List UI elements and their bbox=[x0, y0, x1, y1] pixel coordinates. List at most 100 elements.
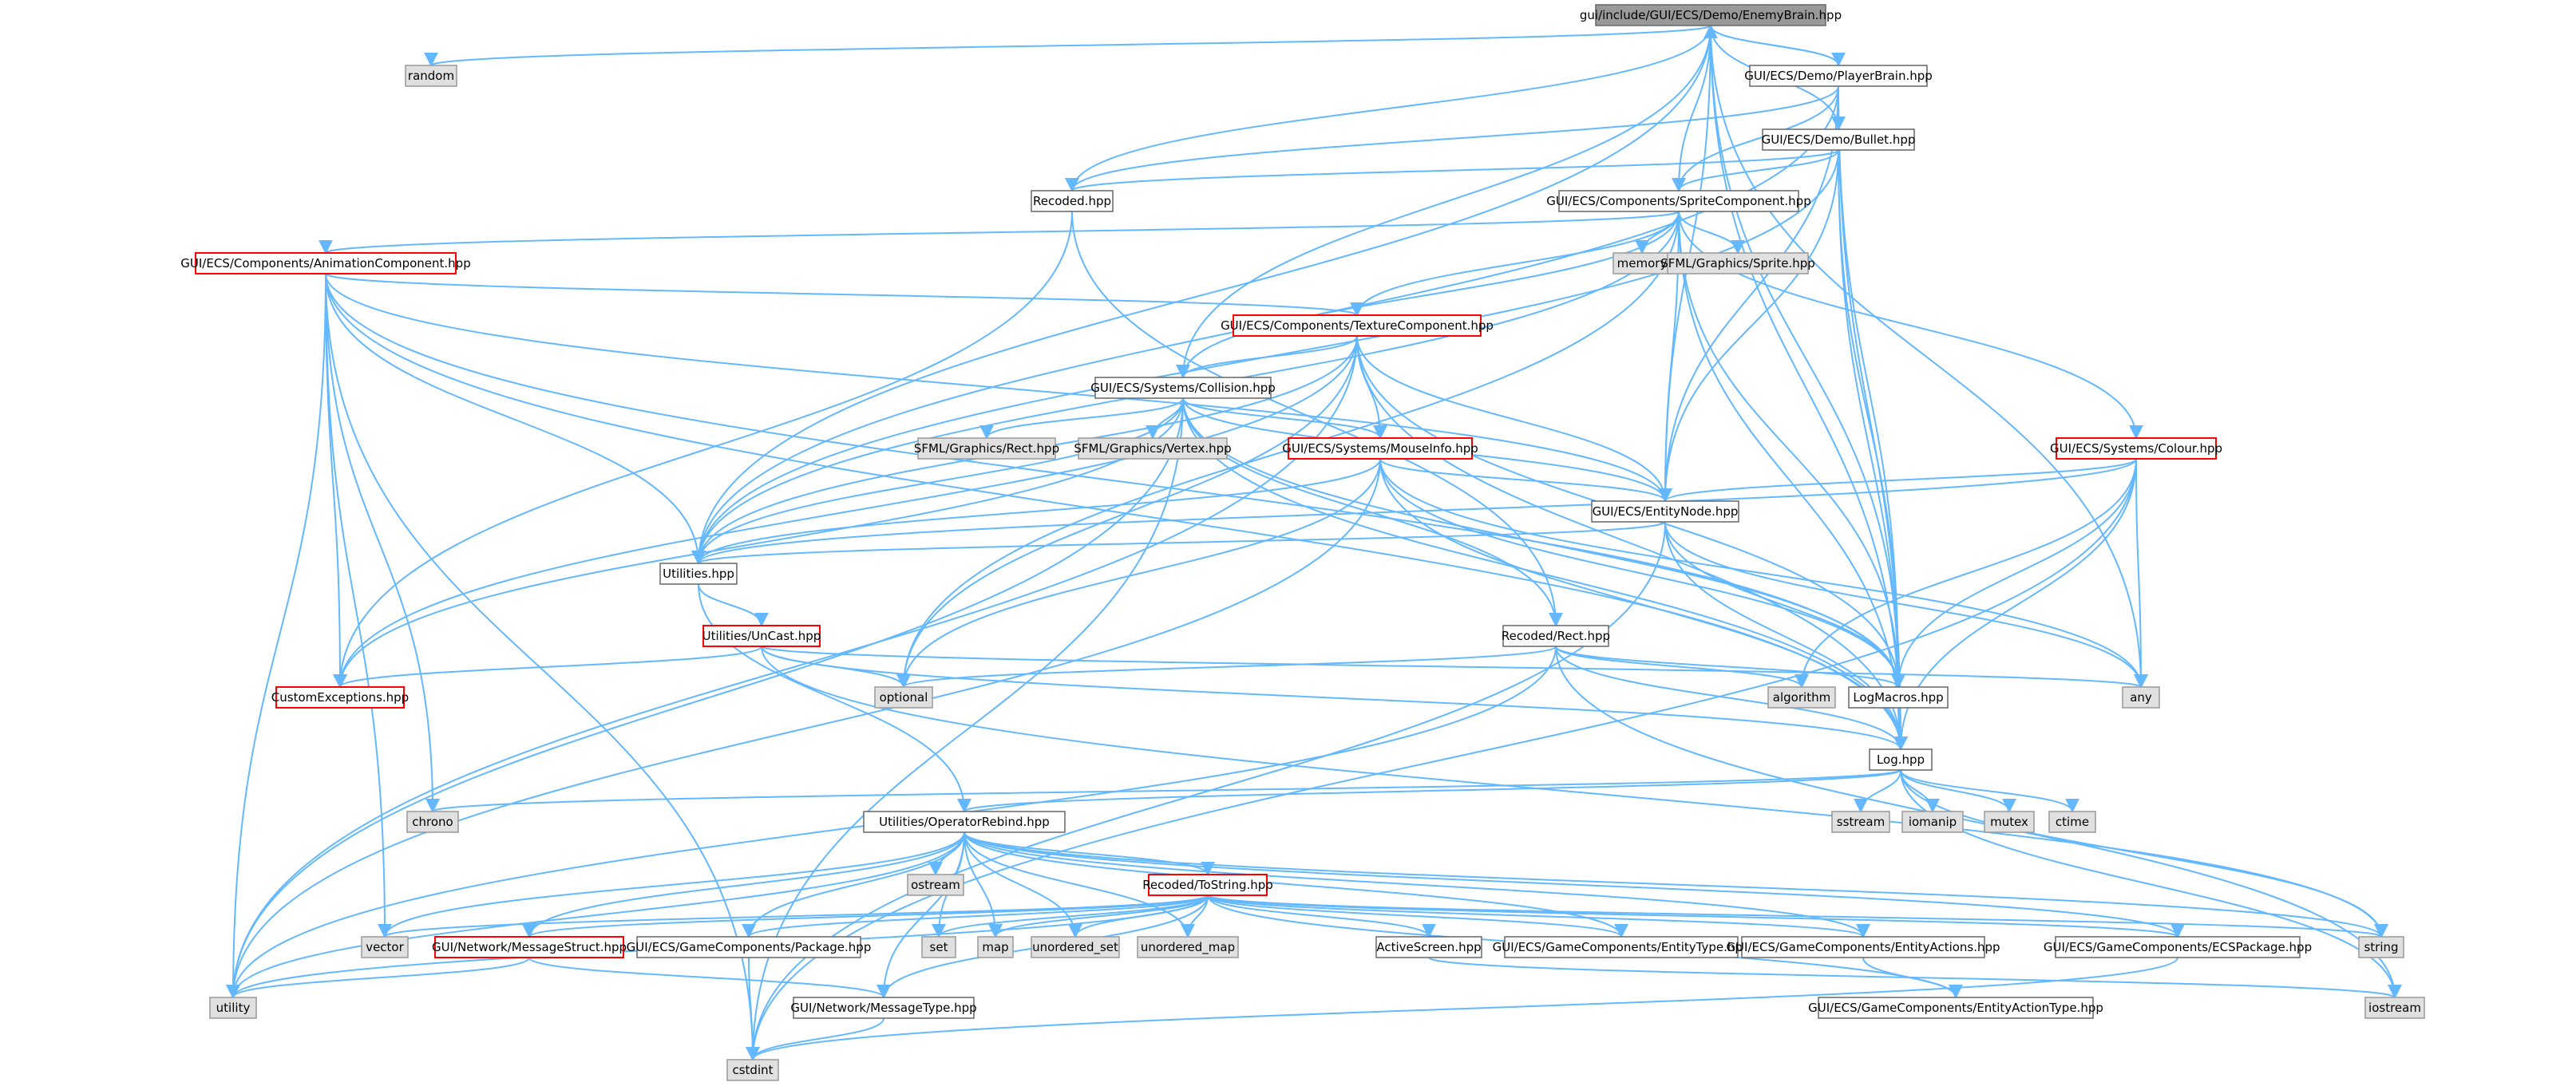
node-algorithm[interactable]: algorithm bbox=[1767, 686, 1836, 709]
node-box-cstdint bbox=[726, 1059, 779, 1081]
node-label-msgstruct: GUI/Network/MessageStruct.hpp bbox=[432, 940, 627, 954]
node-label-sprite: GUI/ECS/Components/SpriteComponent.hpp bbox=[1546, 194, 1810, 208]
node-label-uncast: Utilities/UnCast.hpp bbox=[702, 629, 821, 643]
node-mutex[interactable]: mutex bbox=[1984, 811, 2035, 833]
node-label-memory: memory bbox=[1617, 256, 1668, 271]
node-tostring[interactable]: Recoded/ToString.hpp bbox=[1142, 874, 1273, 896]
node-label-any: any bbox=[2130, 690, 2152, 705]
node-optional[interactable]: optional bbox=[874, 686, 933, 709]
node-label-iostream: iostream bbox=[2368, 1001, 2421, 1015]
edge-opreb-to-tostring bbox=[964, 831, 1215, 876]
node-box-customexc bbox=[275, 686, 405, 709]
edge-recodedrect-to-algorithm bbox=[1555, 646, 1809, 689]
node-log[interactable]: Log.hpp bbox=[1869, 748, 1933, 771]
node-recoded[interactable]: Recoded.hpp bbox=[1031, 190, 1114, 212]
edge-collision-to-cstdint bbox=[746, 397, 1184, 1061]
node-recodedrect[interactable]: Recoded/Rect.hpp bbox=[1502, 625, 1610, 647]
node-box-tostring bbox=[1148, 874, 1268, 896]
edge-logmacros-to-log bbox=[1893, 707, 1908, 751]
node-animation[interactable]: GUI/ECS/Components/AnimationComponent.hp… bbox=[180, 252, 471, 274]
node-label-tostring: Recoded/ToString.hpp bbox=[1142, 878, 1273, 892]
node-msgtype[interactable]: GUI/Network/MessageType.hpp bbox=[790, 997, 977, 1019]
node-label-iomanip: iomanip bbox=[1909, 815, 1957, 829]
edge-recodedrect-to-log bbox=[1555, 646, 1908, 751]
node-box-activescreen bbox=[1375, 936, 1482, 958]
node-box-log bbox=[1869, 748, 1933, 771]
node-opreb[interactable]: Utilities/OperatorRebind.hpp bbox=[863, 811, 1066, 833]
node-collision[interactable]: GUI/ECS/Systems/Collision.hpp bbox=[1090, 377, 1276, 399]
node-label-algorithm: algorithm bbox=[1773, 690, 1830, 705]
node-label-random: random bbox=[408, 69, 454, 83]
node-entityactions[interactable]: GUI/ECS/GameComponents/EntityActions.hpp bbox=[1726, 936, 2000, 958]
node-label-vector: vector bbox=[366, 940, 404, 954]
node-label-ctime: ctime bbox=[2056, 815, 2089, 829]
node-memory[interactable]: memory bbox=[1612, 252, 1672, 274]
node-vector[interactable]: vector bbox=[361, 936, 409, 958]
edge-mouseinfo-to-utility bbox=[226, 458, 1381, 999]
node-sprite[interactable]: GUI/ECS/Components/SpriteComponent.hpp bbox=[1546, 190, 1811, 212]
edge-recodedrect-to-optional bbox=[896, 646, 1557, 689]
node-package[interactable]: GUI/ECS/GameComponents/Package.hpp bbox=[627, 936, 872, 958]
node-box-playerbrain bbox=[1749, 65, 1928, 87]
node-entitytype[interactable]: GUI/ECS/GameComponents/EntityType.hpp bbox=[1493, 936, 1751, 958]
node-mouseinfo[interactable]: GUI/ECS/Systems/MouseInfo.hpp bbox=[1282, 437, 1478, 460]
node-playerbrain[interactable]: GUI/ECS/Demo/PlayerBrain.hpp bbox=[1744, 65, 1933, 87]
edge-colour-to-logmacros bbox=[1891, 458, 2137, 689]
node-sfsprite[interactable]: SFML/Graphics/Sprite.hpp bbox=[1660, 252, 1815, 274]
node-logmacros[interactable]: LogMacros.hpp bbox=[1848, 686, 1949, 709]
node-box-ecspackage bbox=[2055, 936, 2301, 958]
node-label-uset: unordered_set bbox=[1032, 940, 1118, 955]
node-sstream[interactable]: sstream bbox=[1831, 811, 1890, 833]
node-label-entitynode: GUI/ECS/EntityNode.hpp bbox=[1593, 504, 1739, 519]
edge-tostring-to-entityactions bbox=[1207, 894, 1870, 938]
edge-tostring-to-msgstruct bbox=[522, 894, 1209, 938]
node-any[interactable]: any bbox=[2122, 686, 2160, 709]
node-box-ctime bbox=[2048, 811, 2096, 833]
edge-animation-to-entitynode bbox=[325, 273, 1672, 503]
node-box-mouseinfo bbox=[1288, 437, 1473, 460]
edge-uncast-to-log bbox=[761, 646, 1908, 751]
node-map[interactable]: map bbox=[977, 936, 1014, 958]
node-box-chrono bbox=[406, 811, 459, 833]
node-uncast[interactable]: Utilities/UnCast.hpp bbox=[702, 625, 821, 647]
node-utility[interactable]: utility bbox=[209, 997, 257, 1019]
node-ctime[interactable]: ctime bbox=[2048, 811, 2096, 833]
node-iomanip[interactable]: iomanip bbox=[1901, 811, 1964, 833]
node-box-utilities bbox=[659, 563, 738, 585]
edge-tostring-to-entitytype bbox=[1207, 894, 1628, 938]
node-colour[interactable]: GUI/ECS/Systems/Colour.hpp bbox=[2050, 437, 2222, 460]
node-string[interactable]: string bbox=[2358, 936, 2404, 958]
node-chrono[interactable]: chrono bbox=[406, 811, 459, 833]
edge-entitynode-to-any bbox=[1664, 521, 2148, 689]
node-msgstruct[interactable]: GUI/Network/MessageStruct.hpp bbox=[432, 936, 627, 958]
node-random[interactable]: random bbox=[405, 65, 457, 87]
edge-opreb-to-utility bbox=[226, 831, 965, 999]
edge-sprite-to-collision bbox=[1176, 211, 1680, 379]
node-utilities[interactable]: Utilities.hpp bbox=[659, 563, 738, 585]
node-ostream[interactable]: ostream bbox=[907, 874, 964, 896]
node-umap[interactable]: unordered_map bbox=[1137, 936, 1239, 958]
edge-tostring-to-ecspackage bbox=[1207, 894, 2185, 938]
edge-texture-to-utility bbox=[226, 335, 1358, 999]
edge-opreb-to-map bbox=[964, 831, 1003, 938]
node-set[interactable]: set bbox=[921, 936, 956, 958]
edge-opreb-to-vector bbox=[378, 831, 965, 938]
node-customexc[interactable]: CustomExceptions.hpp bbox=[271, 686, 409, 709]
node-bullet[interactable]: GUI/ECS/Demo/Bullet.hpp bbox=[1762, 128, 1916, 151]
node-enemybrain[interactable]: gui/include/GUI/ECS/Demo/EnemyBrain.hpp bbox=[1580, 4, 1842, 26]
edge-collision-to-utilities bbox=[691, 397, 1184, 565]
node-texture[interactable]: GUI/ECS/Components/TextureComponent.hpp bbox=[1221, 314, 1494, 337]
edge-mouseinfo-to-utilities bbox=[691, 458, 1381, 565]
node-entityactiontype[interactable]: GUI/ECS/GameComponents/EntityActionType.… bbox=[1808, 997, 2103, 1019]
node-uset[interactable]: unordered_set bbox=[1031, 936, 1120, 958]
edge-entityactions-to-entityactiontype bbox=[1862, 957, 1963, 999]
node-sfrect[interactable]: SFML/Graphics/Rect.hpp bbox=[914, 437, 1059, 460]
node-cstdint[interactable]: cstdint bbox=[726, 1059, 779, 1081]
node-sfvertex[interactable]: SFML/Graphics/Vertex.hpp bbox=[1074, 437, 1232, 460]
node-box-mutex bbox=[1984, 811, 2035, 833]
node-ecspackage[interactable]: GUI/ECS/GameComponents/ECSPackage.hpp bbox=[2044, 936, 2312, 958]
edge-log-to-iostream bbox=[1900, 769, 2402, 999]
node-entitynode[interactable]: GUI/ECS/EntityNode.hpp bbox=[1591, 500, 1739, 523]
node-activescreen[interactable]: ActiveScreen.hpp bbox=[1375, 936, 1482, 958]
node-iostream[interactable]: iostream bbox=[2364, 997, 2425, 1019]
